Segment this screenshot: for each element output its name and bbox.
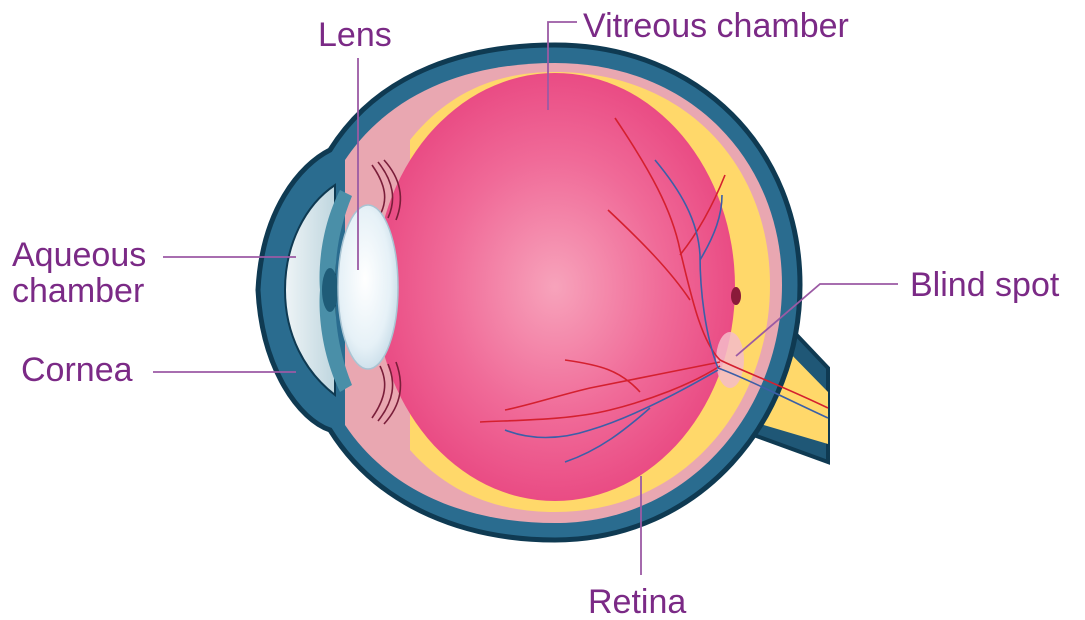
label-blind-spot: Blind spot xyxy=(910,268,1059,302)
label-aqueous-chamber: Aqueous chamber xyxy=(12,238,146,309)
label-vitreous-chamber: Vitreous chamber xyxy=(583,9,849,43)
label-cornea-text: Cornea xyxy=(21,351,133,389)
label-retina-text: Retina xyxy=(588,583,686,620)
label-aqueous-line1: Aqueous xyxy=(12,238,146,274)
label-vitreous-text: Vitreous chamber xyxy=(583,7,849,45)
label-cornea: Cornea xyxy=(21,353,133,387)
lens xyxy=(338,205,398,369)
label-blind-spot-text: Blind spot xyxy=(910,266,1059,304)
pupil xyxy=(322,268,338,312)
label-aqueous-line2: chamber xyxy=(12,274,146,310)
label-retina: Retina xyxy=(588,585,686,619)
label-lens: Lens xyxy=(318,18,392,52)
fovea xyxy=(731,287,741,305)
label-lens-text: Lens xyxy=(318,16,392,54)
